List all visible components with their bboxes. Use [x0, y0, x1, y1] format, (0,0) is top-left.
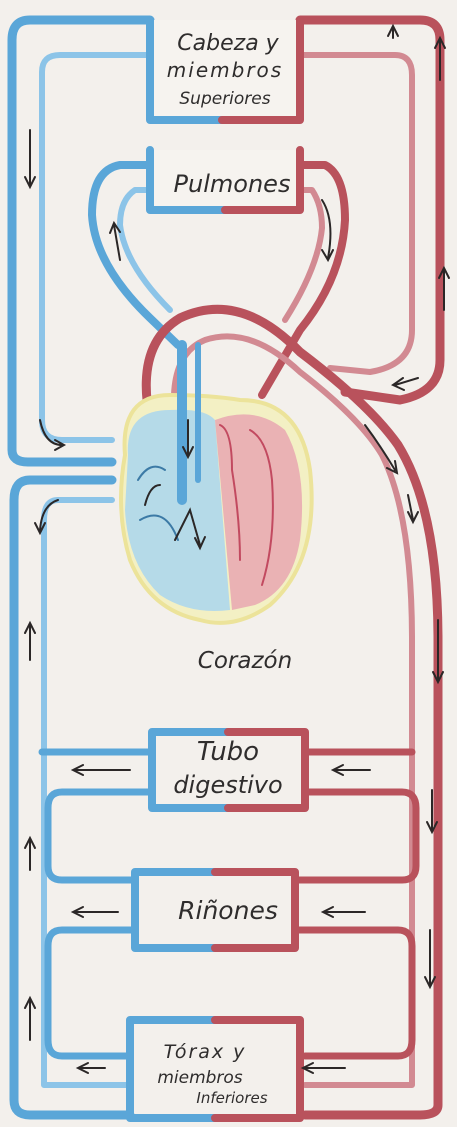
thorax-label-line3: Inferiores — [196, 1089, 267, 1107]
thorax-label-line1: Tórax y — [164, 1041, 247, 1063]
digestive-label-line2: digestivo — [173, 771, 282, 799]
digestive-label-line1: Tubo — [197, 737, 259, 767]
head-label-line1: Cabeza y — [177, 31, 279, 56]
head-label-line2: miembros — [167, 58, 283, 82]
thorax-label-line2: miembros — [157, 1068, 242, 1088]
lower-systemic-loop — [14, 480, 130, 1115]
heart-label: Corazón — [198, 648, 292, 674]
lungs-label: Pulmones — [174, 170, 291, 198]
kidneys-label: Riñones — [178, 896, 278, 925]
head-label-line3: Superiores — [179, 89, 270, 109]
